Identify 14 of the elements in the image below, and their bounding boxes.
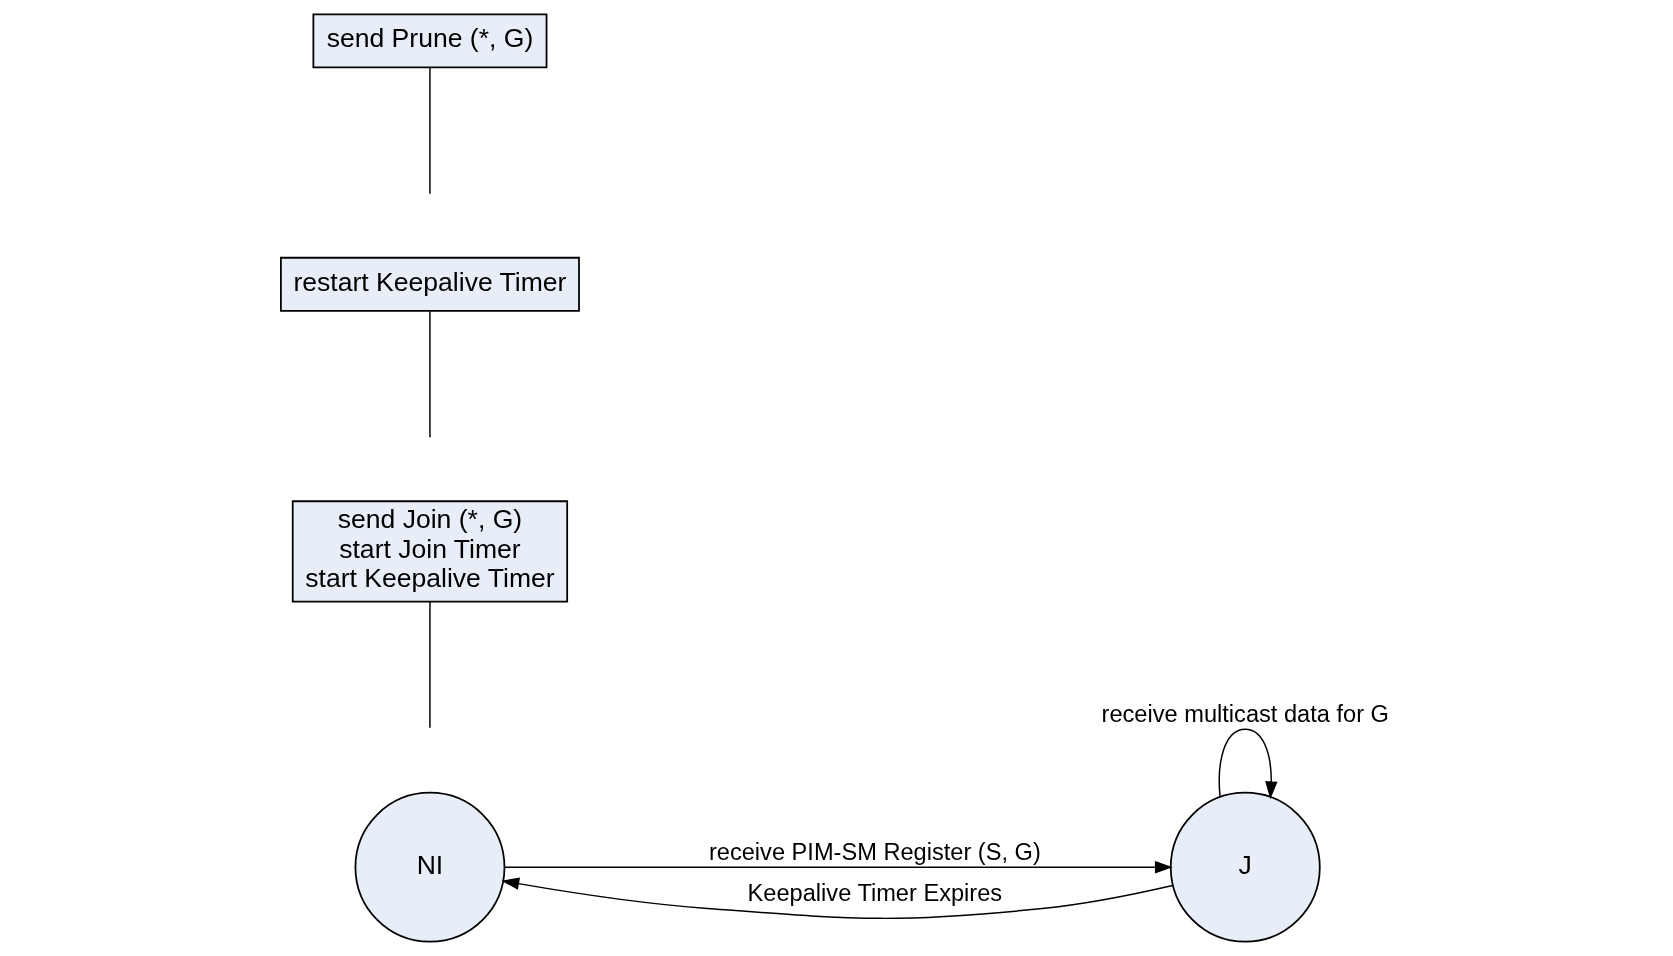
- connector: [429, 66, 431, 195]
- node-box: send Join (*, G) start Join Timer start Keepalive Timer: [291, 500, 569, 603]
- node-box: send Prune (*, G): [312, 13, 548, 69]
- arrow: [501, 877, 1174, 920]
- node-circle: NI: [354, 791, 506, 943]
- edge-label: Keepalive Timer Expires: [747, 879, 1003, 906]
- node-circle: J: [1169, 791, 1321, 943]
- arrow: [1218, 728, 1278, 800]
- connector: [429, 310, 431, 438]
- edge-label: receive PIM-SM Register (S, G): [708, 838, 1041, 865]
- connector: [429, 601, 431, 729]
- arrow: [504, 861, 1173, 874]
- node-box: restart Keepalive Timer: [280, 256, 580, 312]
- edge-label: receive multicast data for G: [1101, 700, 1389, 727]
